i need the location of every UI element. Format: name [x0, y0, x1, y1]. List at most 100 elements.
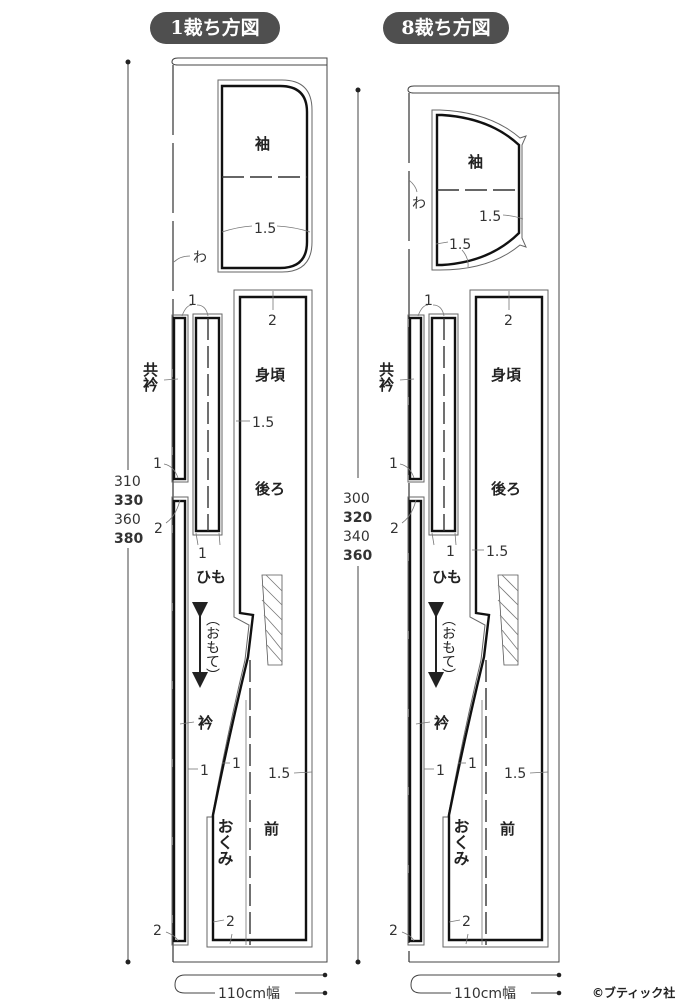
length-value: 330 — [114, 493, 143, 509]
himo-label: ひも — [432, 568, 462, 586]
sleeve-seam-allowance — [431, 109, 527, 271]
seam-leader — [415, 721, 431, 725]
seam-label: 1 — [153, 456, 162, 472]
sleeve-seam-allowance — [217, 79, 313, 273]
sleeve-piece — [435, 113, 521, 267]
seam-label: 1 — [200, 763, 209, 779]
seam-leader — [229, 933, 233, 945]
eri-seam-allowance — [407, 496, 425, 946]
seam-label: 1.5 — [254, 221, 276, 237]
okumi-label: おくみ — [451, 818, 470, 866]
seam-label: 1.5 — [479, 209, 501, 225]
length-value: 320 — [343, 510, 372, 526]
tomoeri-seam-allowance — [171, 314, 189, 483]
seam-label: 1.5 — [268, 766, 290, 782]
omote-label: （おもて） — [440, 612, 456, 682]
seam-leader — [163, 378, 179, 381]
seam-label: 1.5 — [252, 415, 274, 431]
seam-leader — [465, 933, 469, 945]
seam-label: 2 — [389, 923, 398, 939]
seam-leader — [212, 919, 225, 923]
width-label: 110cm幅 — [454, 986, 516, 1000]
hatched-area — [497, 574, 519, 666]
seam-label: 1 — [468, 756, 477, 772]
seam-label: 2 — [268, 313, 277, 329]
sleeve-piece — [220, 84, 309, 270]
length-value: 340 — [343, 529, 370, 545]
seam-leader — [401, 499, 417, 524]
seam-label: 1.5 — [486, 544, 508, 560]
fabric-outline — [407, 85, 560, 963]
length-value: 360 — [114, 512, 141, 528]
seam-label: 2 — [154, 521, 163, 537]
tomoeri-piece — [408, 316, 423, 481]
seam-leader — [179, 721, 195, 725]
migoro-label: 身頃 — [491, 366, 522, 384]
length-value: 380 — [114, 531, 143, 547]
mae-label: 前 — [500, 820, 515, 838]
seam-leader — [401, 931, 415, 942]
seam-label: 2 — [462, 914, 471, 930]
dimension-dot — [125, 59, 131, 65]
seam-leader — [502, 214, 524, 220]
eri-label: 衿 — [198, 714, 213, 732]
eri-piece — [408, 499, 423, 943]
migoro-piece — [447, 295, 544, 942]
seam-leader — [431, 532, 457, 546]
dimension-dot — [322, 972, 328, 978]
seam-leader — [435, 241, 469, 268]
fabric-outline — [171, 57, 328, 963]
fold-label: わ — [193, 250, 207, 266]
tomoeri-piece — [172, 316, 187, 481]
panel-title-1: 1裁ち方図 — [150, 12, 280, 44]
seam-leader — [399, 463, 415, 479]
seam-leader — [417, 304, 445, 317]
length-value: 300 — [343, 491, 370, 507]
seam-label: 1.5 — [504, 766, 526, 782]
migoro-label: 身頃 — [255, 366, 286, 384]
hatch-lines — [497, 574, 519, 663]
dimension-dot — [556, 990, 562, 996]
sleeve-label: 袖 — [468, 153, 483, 171]
okumi-label: おくみ — [215, 818, 234, 866]
copyright: ©ブティック社 — [592, 986, 676, 1000]
dimension-dot — [125, 959, 131, 965]
seam-leader — [165, 499, 181, 524]
panel-8-pieces: 共衿 ひも （おもて） 衿 1 1 1.5 前 おくみ 身頃 後ろ 2 1.5 — [377, 289, 562, 1000]
panel-1-pieces: 共衿 ひも （おもて） 衿 1 1 1.5 前 おくみ 身頃 後ろ — [141, 289, 328, 1000]
mae-label: 前 — [264, 820, 279, 838]
seam-label: 2 — [226, 914, 235, 930]
eri-seam-allowance — [171, 496, 189, 946]
eri-label: 衿 — [434, 714, 449, 732]
seam-leader — [163, 463, 179, 479]
seam-label: 1 — [436, 763, 445, 779]
omote-label: （おもて） — [204, 612, 220, 682]
seam-leader — [399, 378, 415, 381]
length-value: 310 — [114, 474, 141, 490]
seam-label: 1.5 — [449, 237, 471, 253]
hatched-area — [261, 574, 283, 666]
seam-leader — [293, 771, 313, 774]
width-dimension-line — [410, 974, 559, 994]
tomoeri-label: 共衿 — [377, 362, 395, 393]
sleeve-label: 袖 — [255, 135, 270, 153]
seam-label: 2 — [390, 521, 399, 537]
tomoeri-label: 共衿 — [141, 362, 159, 393]
seam-label: 1 — [188, 293, 197, 309]
seam-label: 2 — [153, 923, 162, 939]
seam-label: 1 — [232, 756, 241, 772]
fold-leader — [173, 255, 191, 263]
eri-piece — [172, 499, 187, 943]
fold-leader — [408, 179, 418, 193]
width-label: 110cm幅 — [218, 986, 280, 1000]
dimension-dot — [355, 87, 361, 93]
seam-leader — [448, 919, 461, 923]
ushiro-label: 後ろ — [490, 480, 521, 498]
seam-label: 1 — [389, 456, 398, 472]
dimension-dot — [322, 990, 328, 996]
panel-1: 310 330 360 380 袖 1.5 わ — [114, 57, 328, 965]
length-value: 360 — [343, 548, 372, 564]
dimension-dot — [355, 959, 361, 965]
migoro-piece — [211, 295, 308, 942]
